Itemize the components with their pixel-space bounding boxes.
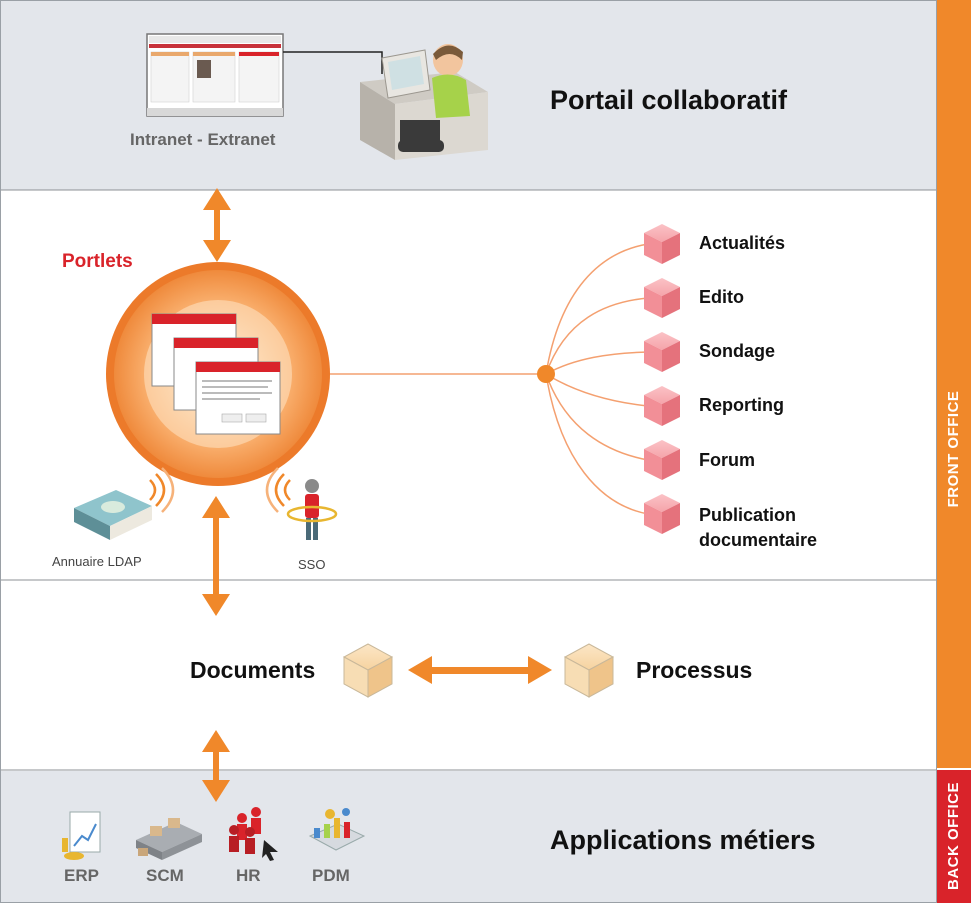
user-at-computer-icon <box>360 44 488 160</box>
back-office-bar <box>937 770 971 903</box>
ldap-directory-icon <box>74 467 175 540</box>
hr-icon <box>229 807 278 861</box>
arrow-documents-applications <box>202 730 230 802</box>
documents-cube-icon <box>342 643 394 698</box>
processus-cube-icon <box>563 643 615 698</box>
arrow-documents-processus <box>408 656 552 684</box>
scm-icon <box>136 818 202 860</box>
service-label-reporting: Reporting <box>699 395 784 415</box>
intranet-extranet-label: Intranet - Extranet <box>130 130 276 149</box>
cube-edito-icon <box>644 278 680 318</box>
service-label-forum: Forum <box>699 450 755 470</box>
documents-label: Documents <box>190 657 316 683</box>
portlets-label: Portlets <box>62 251 133 272</box>
service-label-actualites: Actualités <box>699 233 786 253</box>
pdm-icon <box>308 808 366 851</box>
service-label-publication: Publication documentaire <box>699 505 818 550</box>
erp-icon <box>62 811 101 860</box>
app-label-scm: SCM <box>146 866 184 885</box>
cube-publication-icon <box>644 494 680 534</box>
cube-forum-icon <box>644 440 680 480</box>
arrow-portal-portlets <box>203 188 231 262</box>
app-label-pdm: PDM <box>312 866 350 885</box>
sso-user-icon <box>265 467 338 540</box>
portal-title: Portail collaboratif <box>550 85 788 115</box>
intranet-screenshot <box>146 33 284 117</box>
service-label-sondage: Sondage <box>699 341 776 361</box>
cube-sondage-icon <box>644 332 680 372</box>
portlet-windows-icon <box>151 313 281 435</box>
app-label-hr: HR <box>236 866 261 885</box>
service-label-edito: Edito <box>699 287 744 307</box>
ldap-label: Annuaire LDAP <box>52 554 142 569</box>
back-office-label: BACK OFFICE <box>945 782 962 890</box>
applications-title: Applications métiers <box>550 825 816 855</box>
sso-label: SSO <box>298 557 326 572</box>
service-cubes <box>644 224 680 534</box>
front-office-label: FRONT OFFICE <box>945 390 962 508</box>
app-label-erp: ERP <box>64 866 99 885</box>
processus-label: Processus <box>636 657 753 683</box>
service-fan-lines <box>545 243 649 515</box>
arrow-portlets-documents <box>202 496 230 616</box>
cube-actualites-icon <box>644 224 680 264</box>
exchange-panel <box>0 581 937 770</box>
hub-dot <box>537 365 555 383</box>
cube-reporting-icon <box>644 386 680 426</box>
front-office-bar <box>937 0 971 768</box>
